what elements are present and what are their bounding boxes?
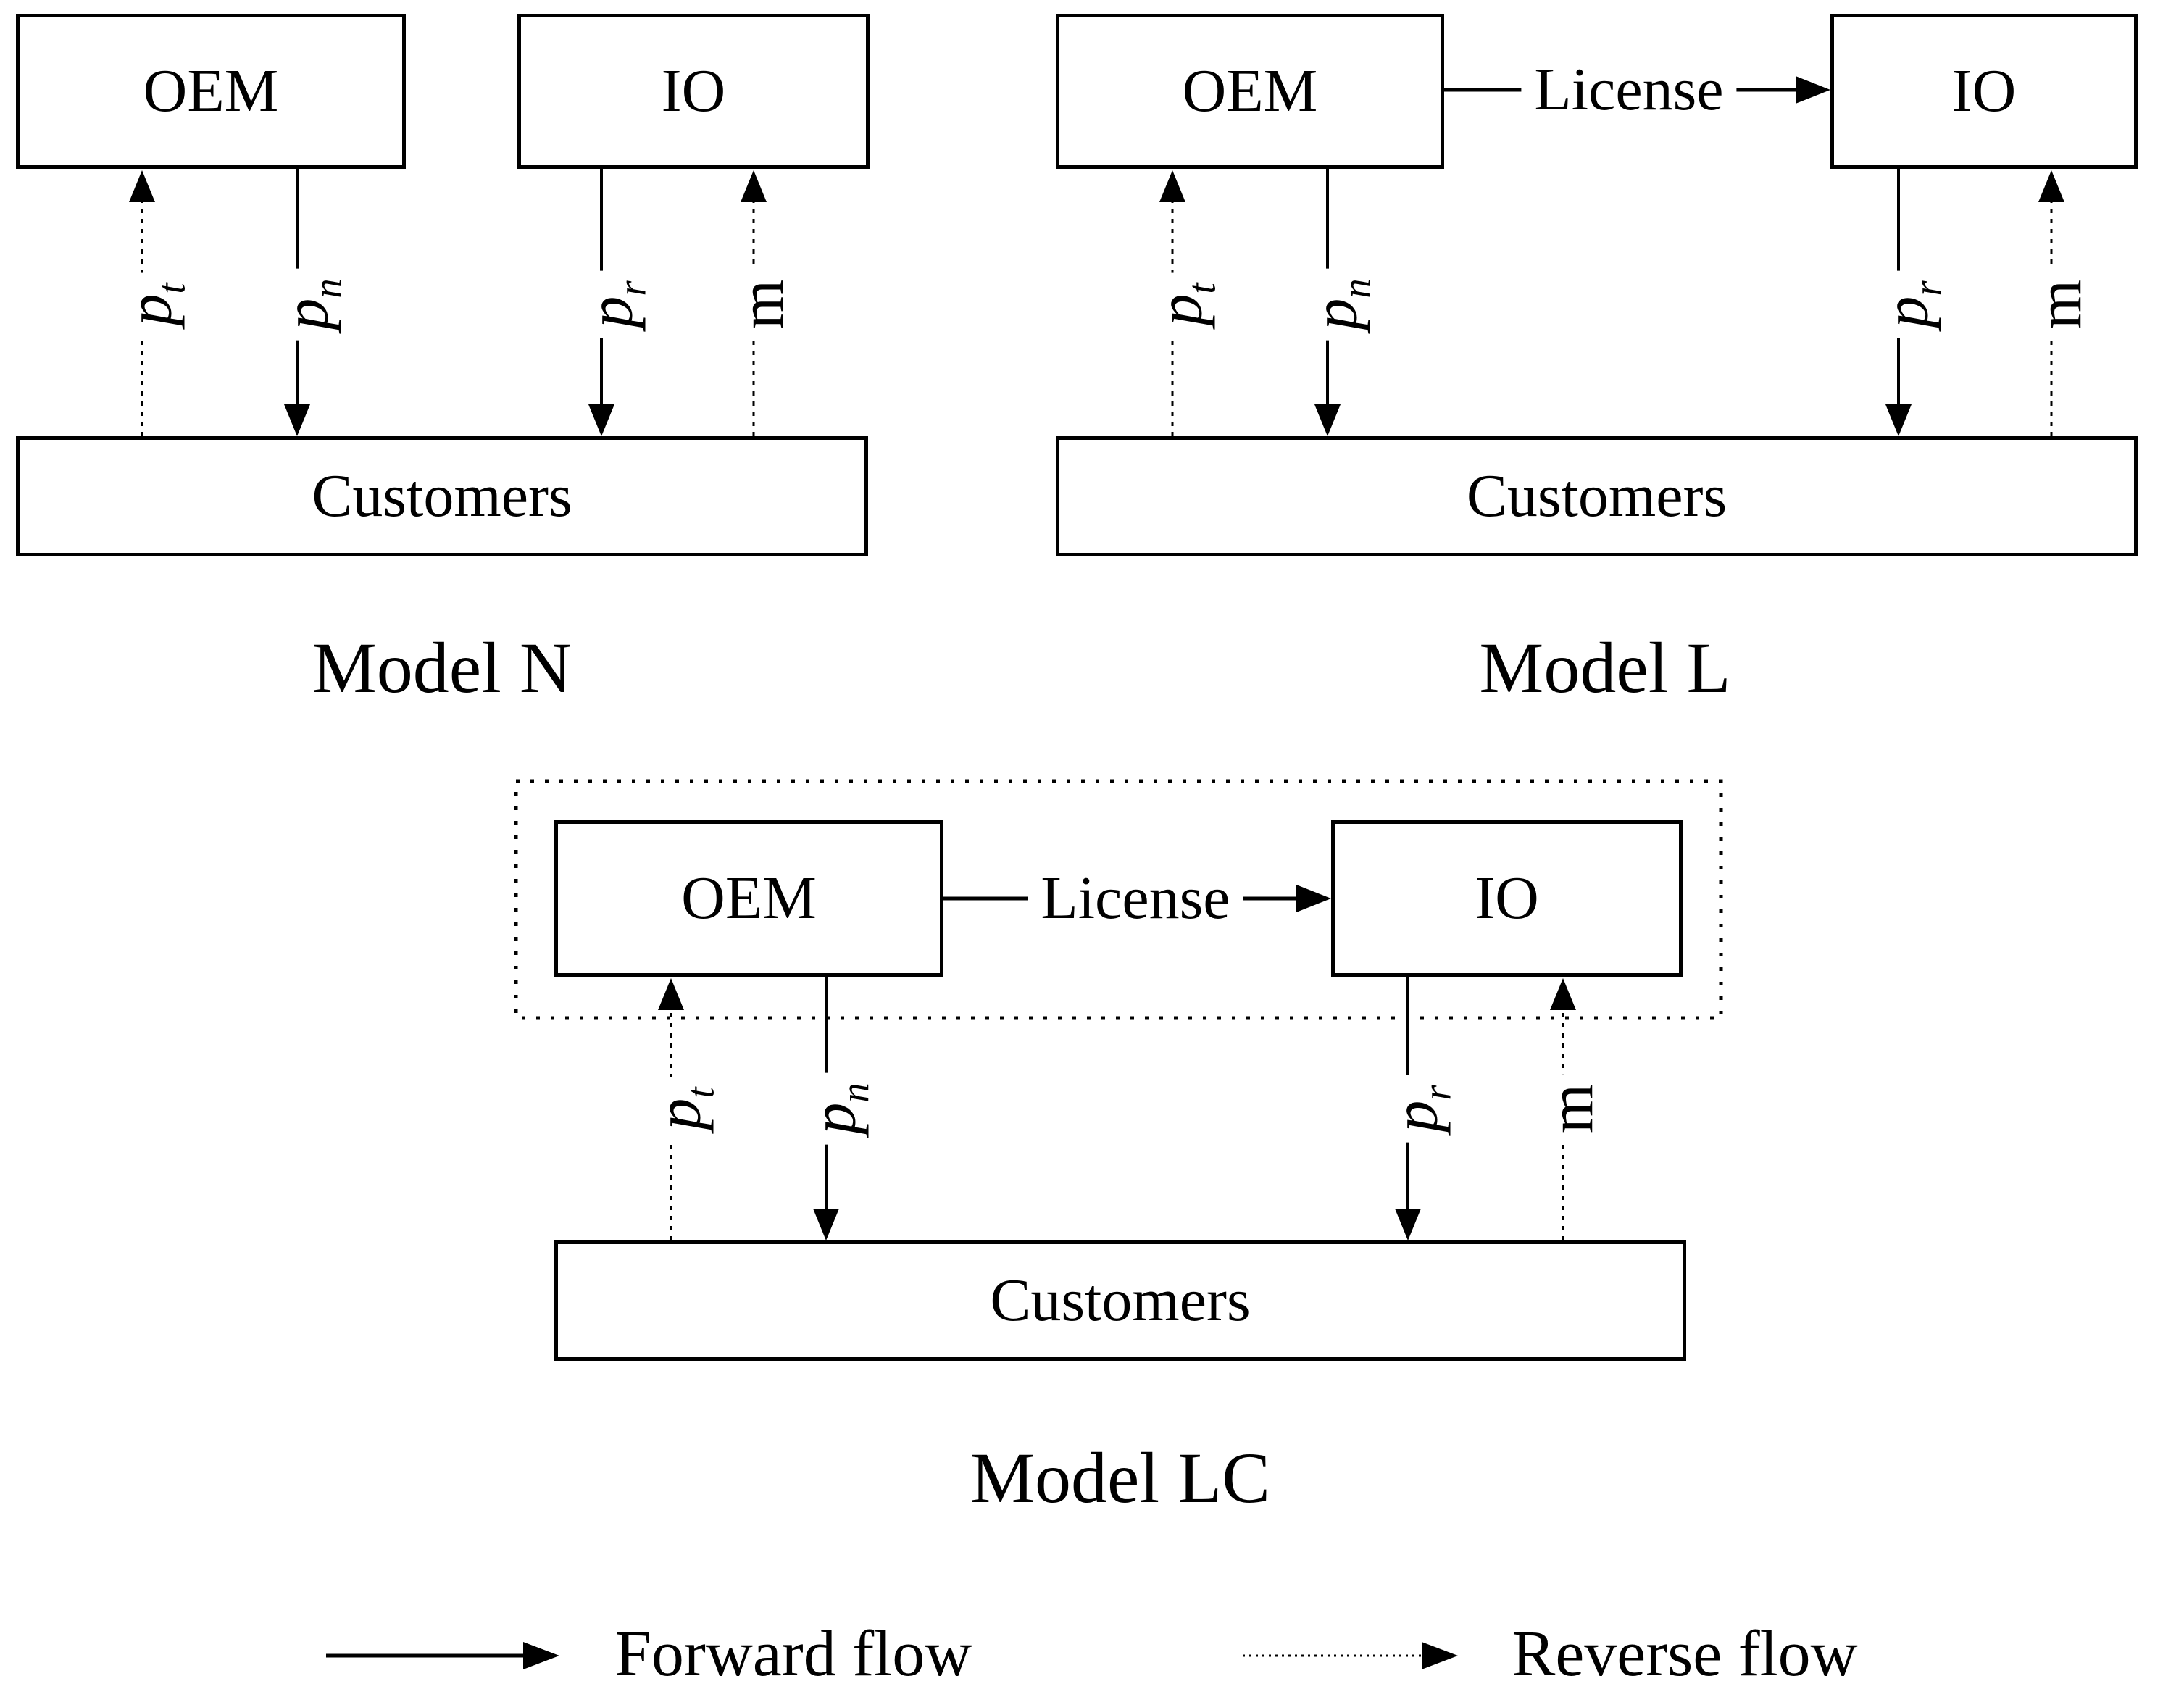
model-n-label-pt: pt bbox=[115, 272, 193, 336]
label-base: m bbox=[727, 279, 797, 330]
legend-reverse-label: Reverse flow bbox=[1512, 1618, 1858, 1689]
label-base: p bbox=[1146, 293, 1216, 326]
model-l-customers-box: Customers bbox=[1056, 436, 2138, 556]
model-n-io-box: IO bbox=[517, 14, 870, 169]
label-subscript: n bbox=[1334, 278, 1379, 299]
model-lc-dotted-boundary bbox=[514, 779, 1723, 1020]
label-subscript: t bbox=[678, 1087, 722, 1098]
model-lc-oem-box: OEM bbox=[554, 820, 943, 977]
label-subscript: r bbox=[1905, 280, 1950, 296]
model-l-label-pn: pn bbox=[1301, 268, 1379, 341]
model-lc-label-pr: pr bbox=[1381, 1075, 1459, 1143]
model-n-label-pn: pn bbox=[272, 268, 350, 341]
model-n-label-m: m bbox=[727, 269, 797, 340]
model-l-license-label: License bbox=[1521, 59, 1737, 120]
label-subscript: t bbox=[1179, 283, 1224, 294]
model-l-io-box: IO bbox=[1830, 14, 2138, 169]
label-base: p bbox=[1301, 298, 1371, 330]
legend-reverse-arrow bbox=[1243, 1642, 1458, 1669]
model-l-label-m: m bbox=[2025, 269, 2095, 340]
label-subscript: t bbox=[149, 283, 193, 294]
label-subscript: r bbox=[1414, 1085, 1459, 1101]
label-base: p bbox=[644, 1098, 714, 1130]
model-n-arrow-m-reverse bbox=[741, 170, 767, 436]
model-lc-label-pn: pn bbox=[799, 1072, 878, 1145]
model-l-arrow-pt-reverse bbox=[1159, 170, 1185, 436]
model-lc-label-pt: pt bbox=[644, 1077, 722, 1140]
label-base: p bbox=[1872, 296, 1942, 328]
model-n-title: Model N bbox=[312, 627, 572, 708]
model-lc-license-label: License bbox=[1028, 868, 1243, 929]
label-base: m bbox=[1536, 1083, 1606, 1134]
model-lc-label-m: m bbox=[1536, 1073, 1606, 1144]
model-lc-customers-box: Customers bbox=[554, 1240, 1686, 1361]
label-base: m bbox=[2025, 279, 2095, 330]
label-subscript: n bbox=[305, 278, 350, 299]
model-n-label-pr: pr bbox=[576, 270, 654, 338]
label-subscript: n bbox=[833, 1083, 878, 1103]
legend-forward-arrow bbox=[326, 1642, 559, 1669]
label-base: p bbox=[1381, 1100, 1451, 1133]
model-l-oem-box: OEM bbox=[1056, 14, 1444, 169]
model-n-oem-box: OEM bbox=[16, 14, 406, 169]
label-base: p bbox=[576, 296, 646, 328]
model-l-title: Model L bbox=[1479, 627, 1731, 708]
model-n-arrow-pt-reverse bbox=[129, 170, 155, 436]
model-l-arrow-m-reverse bbox=[2038, 170, 2064, 436]
label-base: p bbox=[115, 293, 186, 326]
model-lc-io-box: IO bbox=[1331, 820, 1683, 977]
label-base: p bbox=[799, 1102, 870, 1135]
model-l-label-pt: pt bbox=[1146, 272, 1224, 336]
label-subscript: r bbox=[609, 280, 654, 296]
legend-forward-label: Forward flow bbox=[614, 1618, 972, 1689]
model-n-customers-box: Customers bbox=[16, 436, 868, 556]
model-lc-title: Model LC bbox=[970, 1438, 1270, 1518]
model-l-label-pr: pr bbox=[1872, 270, 1950, 338]
label-base: p bbox=[272, 298, 342, 330]
